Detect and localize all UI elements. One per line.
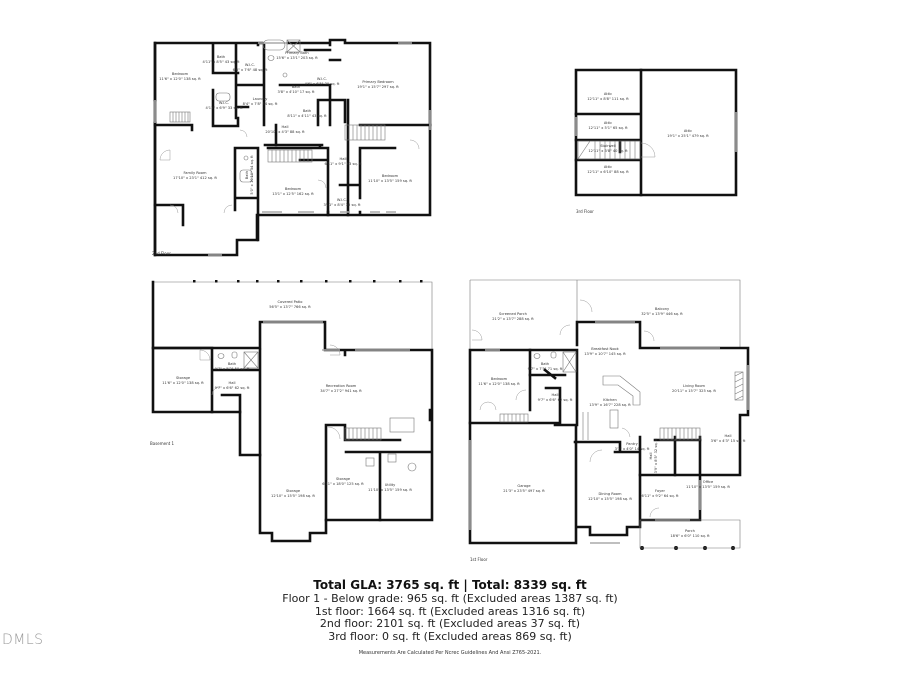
svg-text:W.I.C.3'11" x 8'4" 30 sq. ft: W.I.C.3'11" x 8'4" 30 sq. ft	[323, 198, 361, 207]
svg-text:Hall3'9" x 8'5" 32 sq. ft: Hall3'9" x 8'5" 32 sq. ft	[649, 438, 658, 473]
svg-text:W.I.C.4'11" x 6'9" 33 sq. ft: W.I.C.4'11" x 6'9" 33 sq. ft	[205, 101, 243, 110]
measurement-footnote: Measurements Are Calculated Per Ncrec Gu…	[358, 650, 542, 656]
floor-caption-2nd: 2nd Floor	[152, 251, 171, 256]
svg-text:Bath5'0" x 10'10" 54 sq. ft: Bath5'0" x 10'10" 54 sq. ft	[245, 155, 254, 195]
summary-3rd-floor: 3rd floor: 0 sq. ft (Excluded areas 869 …	[328, 629, 572, 643]
svg-text:W.I.C.6'6" x 7'6" 48 sq. ft: W.I.C.6'6" x 7'6" 48 sq. ft	[233, 63, 268, 72]
total-area: Total GLA: 3765 sq. ft | Total: 8339 sq.…	[313, 578, 587, 592]
floor-caption-1st: 1st Floor	[470, 557, 488, 562]
summary-2nd-floor: 2nd floor: 2101 sq. ft (Excluded areas 3…	[319, 617, 581, 630]
floor-caption-3rd: 3rd Floor	[576, 209, 594, 214]
svg-text:Hall3'6" x 4'3" 15 sq. ft: Hall3'6" x 4'3" 15 sq. ft	[711, 434, 746, 443]
summary-basement: Floor 1 - Below grade: 965 sq. ft (Exclu…	[282, 592, 618, 605]
svg-text:W.I.C.4'6" x 6'5" 30 sq. ft: W.I.C.4'6" x 6'5" 30 sq. ft	[305, 77, 340, 86]
dmls-logo: DMLS	[2, 632, 44, 648]
floor-caption-basement: Basement 1	[150, 441, 174, 446]
summary-1st-floor: 1st floor: 1664 sq. ft (Excluded areas 1…	[314, 604, 586, 618]
area-summary: Total GLA: 3765 sq. ft | Total: 8339 sq.…	[0, 578, 900, 656]
